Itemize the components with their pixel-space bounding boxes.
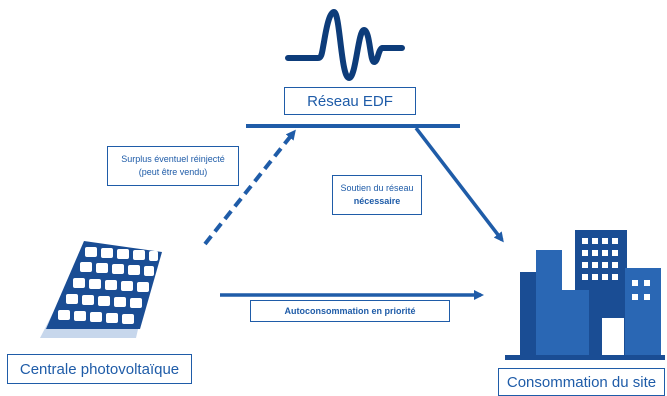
consumer-name: Consommation du site (506, 373, 657, 391)
sine-wave-icon (285, 9, 405, 81)
self-consumption-label-box: Autoconsommation en priorité (250, 300, 450, 322)
surplus-line2: (peut être vendu) (138, 167, 208, 177)
surplus-label-box: Surplus éventuel réinjecté (peut être ve… (107, 146, 239, 186)
surplus-arrow (203, 129, 296, 246)
surplus-line1: Surplus éventuel réinjecté (121, 154, 225, 164)
producer-label-box: Centrale photovoltaïque (7, 354, 192, 384)
support-line2: nécessaire (353, 196, 401, 206)
grid-label-box: Réseau EDF (284, 87, 416, 115)
consumer-label-box: Consommation du site (498, 368, 665, 396)
support-line1: Soutien du réseau (340, 183, 414, 193)
support-label-box: Soutien du réseau nécessaire (332, 175, 422, 215)
grid-name: Réseau EDF (307, 92, 393, 110)
buildings-icon (505, 230, 665, 360)
support-arrow (414, 126, 504, 243)
producer-name: Centrale photovoltaïque (19, 360, 180, 378)
self-consumption-label: Autoconsommation en priorité (284, 305, 416, 316)
solar-panel-icon (40, 241, 162, 338)
